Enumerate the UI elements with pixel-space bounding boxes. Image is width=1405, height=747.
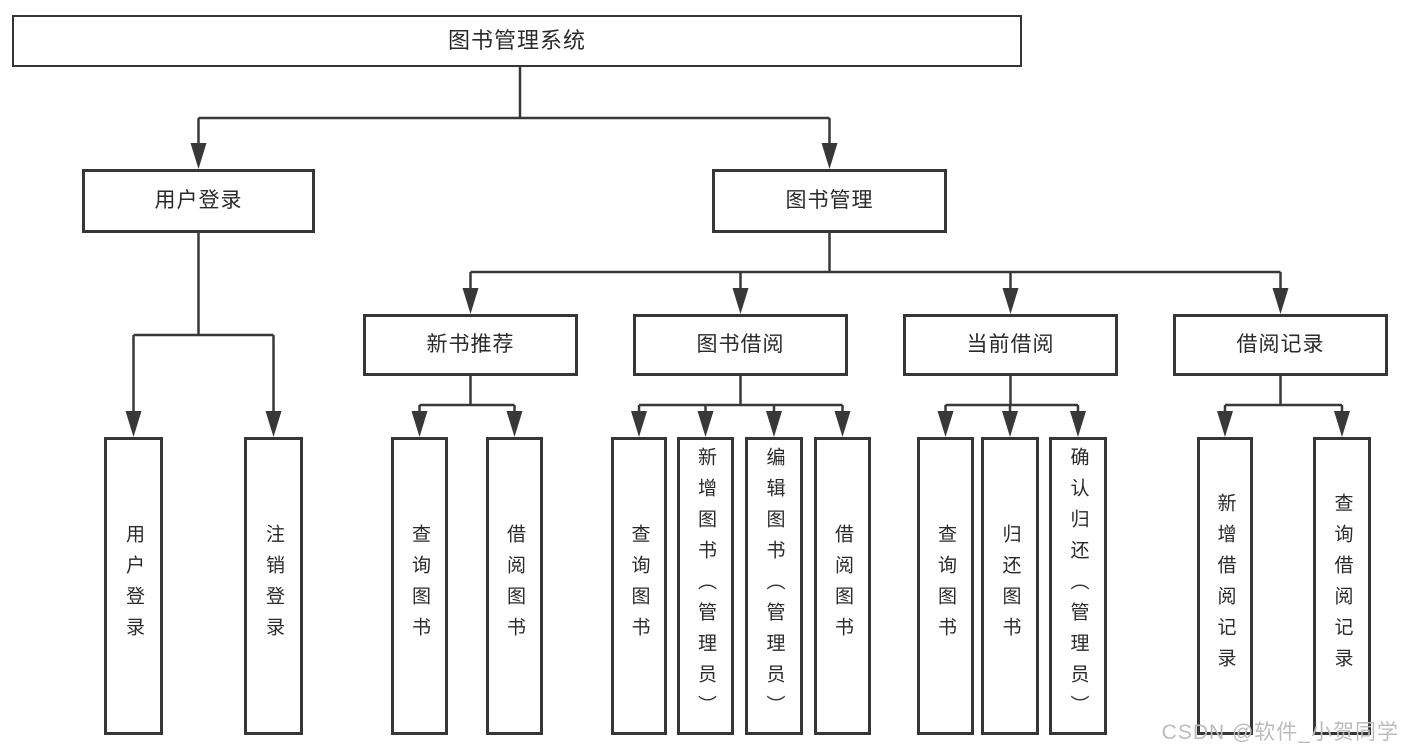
edge-newrec-to-leaves xyxy=(418,376,516,418)
node-label: 新书推荐 xyxy=(426,333,515,357)
node-label: 查询借阅记录 xyxy=(1331,493,1353,679)
node-borrowing-records: 借阅记录 xyxy=(1173,314,1388,376)
edge-records-to-leaves xyxy=(1223,376,1344,418)
arrow-icon xyxy=(462,288,479,314)
node-label: 图书管理 xyxy=(785,189,874,213)
node-root-label: 图书管理系统 xyxy=(447,27,586,53)
node-query-books-borrowing: 查询图书 xyxy=(611,437,667,735)
node-login: 用户登录 xyxy=(104,437,163,735)
arrow-icon xyxy=(732,288,749,314)
node-label: 新增借阅记录 xyxy=(1214,493,1236,679)
watermark: CSDN @软件_小贺同学 xyxy=(1161,721,1399,744)
arrow-icon xyxy=(821,143,838,169)
arrow-icon xyxy=(1002,288,1019,314)
arrow-icon xyxy=(1272,288,1289,314)
arrow-icon xyxy=(506,411,523,437)
node-label: 新增图书（管理员） xyxy=(695,446,716,726)
arrow-icon xyxy=(766,411,782,437)
node-label: 当前借阅 xyxy=(966,333,1055,357)
node-return-books: 归还图书 xyxy=(981,437,1039,735)
node-label: 借阅记录 xyxy=(1236,333,1325,357)
node-book-borrowing: 图书借阅 xyxy=(633,314,848,376)
node-book-management: 图书管理 xyxy=(712,169,947,233)
node-label: 查询图书 xyxy=(628,524,650,648)
node-label: 借阅图书 xyxy=(504,524,525,648)
node-query-books-current: 查询图书 xyxy=(917,437,974,735)
arrow-icon xyxy=(265,411,282,437)
node-label: 图书借阅 xyxy=(696,333,785,357)
edge-borrowing-to-leaves xyxy=(637,376,844,418)
node-borrow-books-recommend: 借阅图书 xyxy=(486,437,543,735)
node-edit-books-admin: 编辑图书（管理员） xyxy=(745,437,803,735)
node-logout: 注销登录 xyxy=(244,437,303,735)
arrow-icon xyxy=(125,411,142,437)
edge-userlogin-to-leaves xyxy=(132,233,275,417)
node-label: 借阅图书 xyxy=(832,524,853,648)
arrow-icon xyxy=(631,411,647,437)
node-add-borrow-record: 新增借阅记录 xyxy=(1197,437,1253,735)
node-label: 用户登录 xyxy=(123,524,144,648)
node-current-borrowing: 当前借阅 xyxy=(903,314,1118,376)
node-label: 归还图书 xyxy=(999,524,1021,648)
arrow-icon xyxy=(937,411,954,437)
arrowheads xyxy=(125,143,1350,437)
edge-bookmgmt-to-level3 xyxy=(469,233,1282,294)
node-label: 用户登录 xyxy=(154,189,243,213)
arrow-icon xyxy=(834,411,851,437)
edge-root-to-level2 xyxy=(197,67,831,149)
arrow-icon xyxy=(697,411,714,437)
node-confirm-return-admin: 确认归还（管理员） xyxy=(1049,437,1107,735)
node-user-login: 用户登录 xyxy=(82,169,315,233)
node-label: 编辑图书（管理员） xyxy=(763,446,785,726)
arrow-icon xyxy=(190,143,207,169)
node-query-borrow-record: 查询借阅记录 xyxy=(1313,437,1371,735)
node-label: 查询图书 xyxy=(935,524,956,648)
arrow-icon xyxy=(411,411,428,437)
arrow-icon xyxy=(1334,411,1350,437)
node-root: 图书管理系统 xyxy=(12,15,1022,67)
node-borrow-books: 借阅图书 xyxy=(814,437,871,735)
arrow-icon xyxy=(1070,411,1086,437)
node-label: 查询图书 xyxy=(409,524,430,648)
node-new-book-recommend: 新书推荐 xyxy=(363,314,578,376)
arrow-icon xyxy=(1002,411,1018,437)
node-add-books-admin: 新增图书（管理员） xyxy=(677,437,734,735)
node-query-books-recommend: 查询图书 xyxy=(391,437,448,735)
node-label: 注销登录 xyxy=(263,524,284,648)
node-label: 确认归还（管理员） xyxy=(1067,446,1089,726)
arrow-icon xyxy=(1217,411,1233,437)
